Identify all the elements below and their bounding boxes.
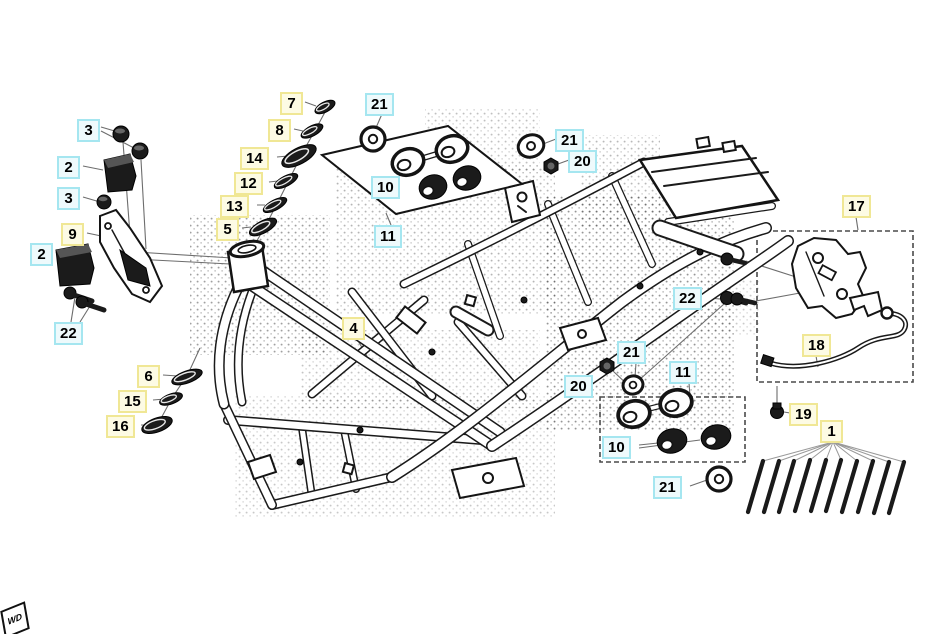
callout-part-2[interactable]: 2 [30, 243, 53, 266]
callout-part-11[interactable]: 11 [669, 361, 697, 384]
plug-19 [770, 402, 784, 419]
part-3-lower [96, 194, 112, 210]
callout-part-3[interactable]: 3 [57, 187, 80, 210]
bracket-cable-box [720, 236, 908, 419]
bolts-17 [720, 252, 758, 306]
callout-part-6[interactable]: 6 [137, 365, 160, 388]
nut-20-lower [599, 357, 615, 375]
cable-18 [760, 306, 908, 369]
group-box-17 [756, 230, 914, 383]
callout-part-5[interactable]: 5 [216, 218, 239, 241]
callout-part-7[interactable]: 7 [280, 92, 303, 115]
washers-nuts-upper [359, 125, 559, 175]
callout-part-1[interactable]: 1 [820, 420, 843, 443]
callout-part-22[interactable]: 22 [54, 322, 83, 345]
callout-part-14[interactable]: 14 [240, 147, 269, 170]
callout-part-21[interactable]: 21 [653, 476, 682, 499]
steering-head [226, 239, 270, 294]
part-2-upper [103, 153, 137, 193]
nut-20-upper [543, 157, 559, 175]
callout-part-9[interactable]: 9 [61, 223, 84, 246]
engine-hanger-group-bottom [599, 291, 749, 493]
rubber-mount-ovals [141, 99, 336, 435]
frame-hatch-group [745, 441, 907, 516]
frame-brackets [246, 179, 704, 500]
frame-body [219, 135, 788, 505]
callout-part-10[interactable]: 10 [371, 176, 400, 199]
callout-part-8[interactable]: 8 [268, 119, 291, 142]
callout-part-3[interactable]: 3 [77, 119, 100, 142]
callout-part-10[interactable]: 10 [602, 436, 631, 459]
callout-part-22[interactable]: 22 [673, 287, 702, 310]
part-3-upper [112, 125, 149, 160]
callout-part-16[interactable]: 16 [106, 415, 135, 438]
bolts-22-left [63, 286, 107, 313]
callout-part-19[interactable]: 19 [789, 403, 818, 426]
callout-part-21[interactable]: 21 [365, 93, 394, 116]
callout-part-17[interactable]: 17 [842, 195, 871, 218]
callout-part-4[interactable]: 4 [342, 317, 365, 340]
callout-part-2[interactable]: 2 [57, 156, 80, 179]
callout-part-11[interactable]: 11 [374, 225, 402, 248]
callout-part-13[interactable]: 13 [220, 195, 249, 218]
callout-part-12[interactable]: 12 [234, 172, 263, 195]
callout-part-20[interactable]: 20 [564, 375, 593, 398]
callout-part-18[interactable]: 18 [802, 334, 831, 357]
callout-part-21[interactable]: 21 [617, 341, 646, 364]
callout-part-20[interactable]: 20 [568, 150, 597, 173]
callout-part-15[interactable]: 15 [118, 390, 147, 413]
callout-part-21[interactable]: 21 [555, 129, 584, 152]
rear-rack [637, 135, 781, 220]
stand-bracket-parts [55, 125, 164, 313]
part-2-lower [55, 243, 95, 287]
